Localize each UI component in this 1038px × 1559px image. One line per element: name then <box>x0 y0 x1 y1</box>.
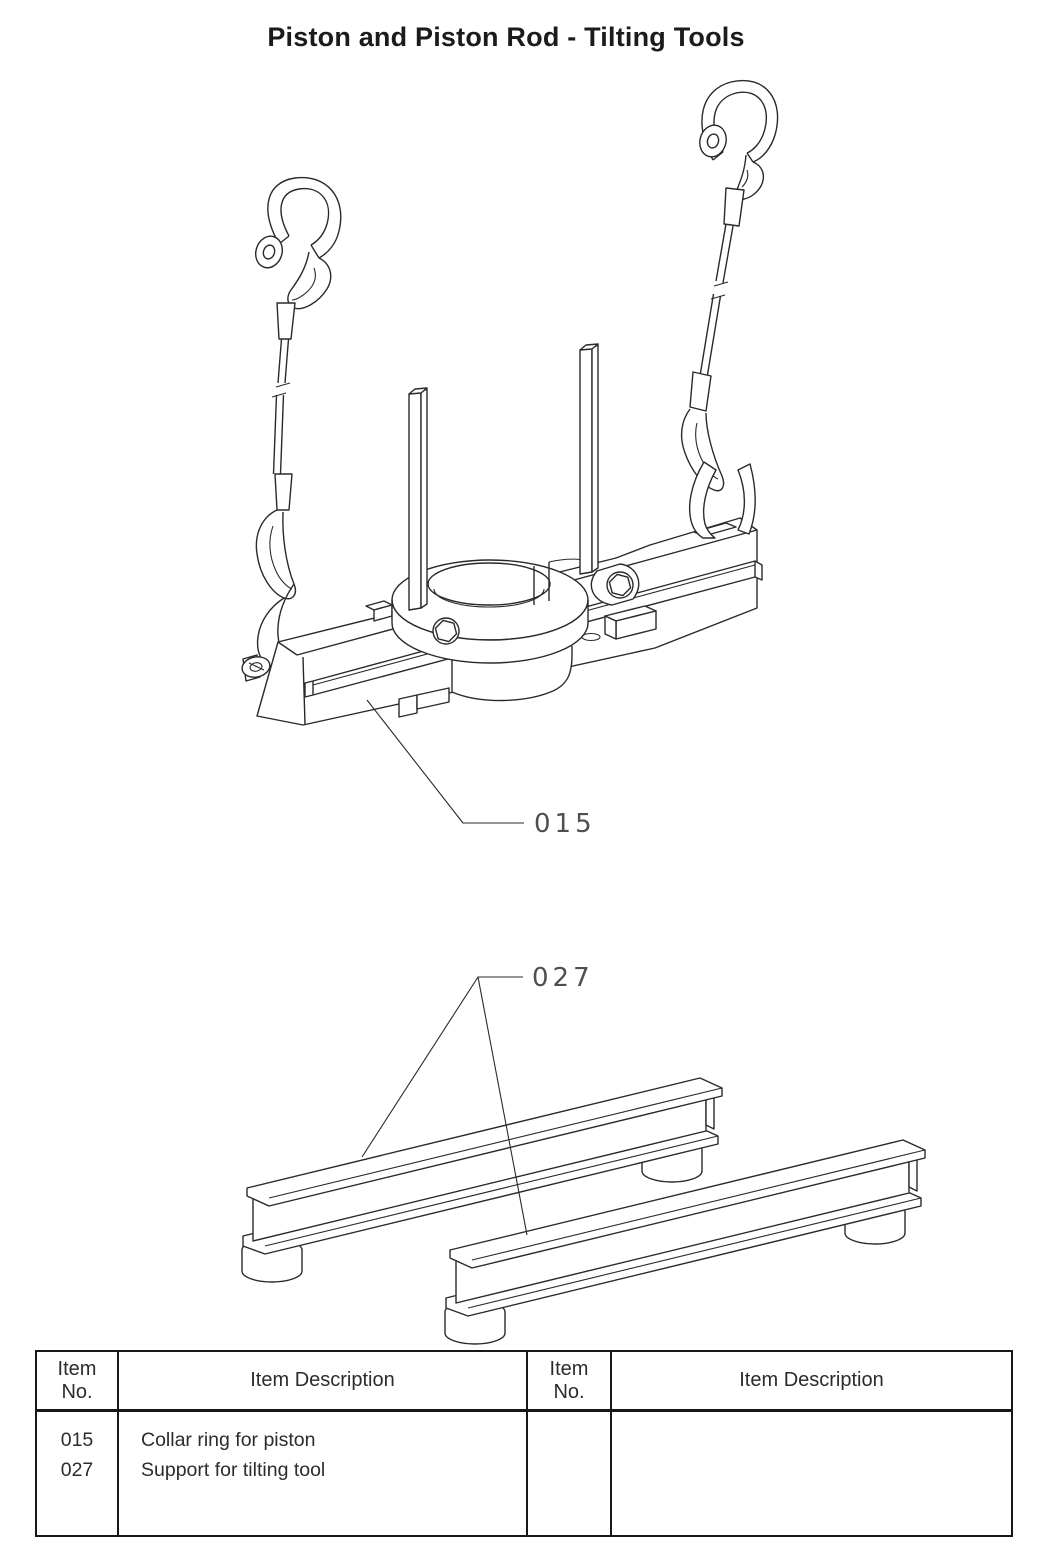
collar-ring-figure: 015 <box>241 79 779 839</box>
slotted-hole <box>581 632 601 642</box>
left-shackle-lower-pin-icon <box>241 654 271 682</box>
item-description-column-2 <box>612 1412 1011 1535</box>
item-no-027: 027 <box>60 1459 94 1481</box>
header-item-description-1: Item Description <box>119 1352 528 1412</box>
header-item-no-2: Item No. <box>528 1352 612 1412</box>
right-shackle-pin-icon <box>699 124 727 158</box>
item-no-column: 015 027 <box>37 1412 119 1535</box>
clamp-bolt-right-icon <box>606 571 634 599</box>
parts-table: Item No. Item Description Item No. Item … <box>35 1350 1013 1537</box>
angled-block <box>604 605 657 640</box>
item-description-column: Collar ring for piston Support for tilti… <box>119 1412 528 1535</box>
page-title: Piston and Piston Rod - Tilting Tools <box>267 22 745 52</box>
item-no-015: 015 <box>60 1429 94 1451</box>
guide-post-right <box>579 343 599 575</box>
item-description-027: Support for tilting tool <box>141 1459 326 1481</box>
header-item-description-2: Item Description <box>612 1352 1011 1412</box>
collar-ring <box>391 558 657 664</box>
support-figure: 027 <box>241 963 926 1345</box>
figure-label-015: 015 <box>534 809 596 839</box>
clamp-bolt-left-icon <box>432 617 460 645</box>
item-description-015: Collar ring for piston <box>141 1429 316 1451</box>
leader-015: 015 <box>366 699 596 839</box>
left-shackle-pin-icon <box>254 235 284 269</box>
left-sling <box>254 176 342 667</box>
figure-label-027: 027 <box>532 963 594 993</box>
collar-bore <box>427 562 551 606</box>
item-no-column-2 <box>528 1412 612 1535</box>
right-sling <box>680 79 779 492</box>
header-item-no-1: Item No. <box>37 1352 119 1412</box>
guide-post-left <box>408 387 428 611</box>
leader-027: 027 <box>361 963 594 1236</box>
